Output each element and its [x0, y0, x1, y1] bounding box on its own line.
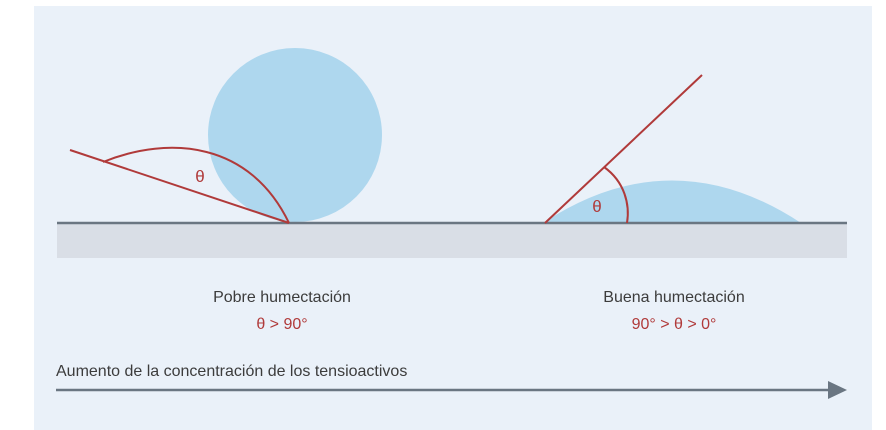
- poor-wetting-condition: θ > 90°: [256, 316, 308, 333]
- poor-wetting-title: Pobre humectación: [213, 289, 351, 306]
- concentration-arrow-head: [828, 381, 847, 399]
- droplet-poor-wetting: [208, 48, 382, 222]
- concentration-caption: Aumento de la concentración de los tensi…: [56, 363, 408, 380]
- droplet-good-wetting: [543, 180, 801, 223]
- theta-label-poor-wetting: θ: [195, 167, 204, 186]
- angle-arc-poor-wetting: [102, 146, 290, 224]
- good-wetting-title: Buena humectación: [603, 289, 745, 306]
- angle-arc-good-wetting: [603, 166, 629, 224]
- good-wetting-condition: 90° > θ > 0°: [631, 316, 717, 333]
- substrate: [57, 223, 847, 258]
- theta-label-good-wetting: θ: [592, 197, 601, 216]
- tangent-line-poor-wetting: [69, 149, 290, 224]
- tangent-line-good-wetting: [544, 74, 703, 224]
